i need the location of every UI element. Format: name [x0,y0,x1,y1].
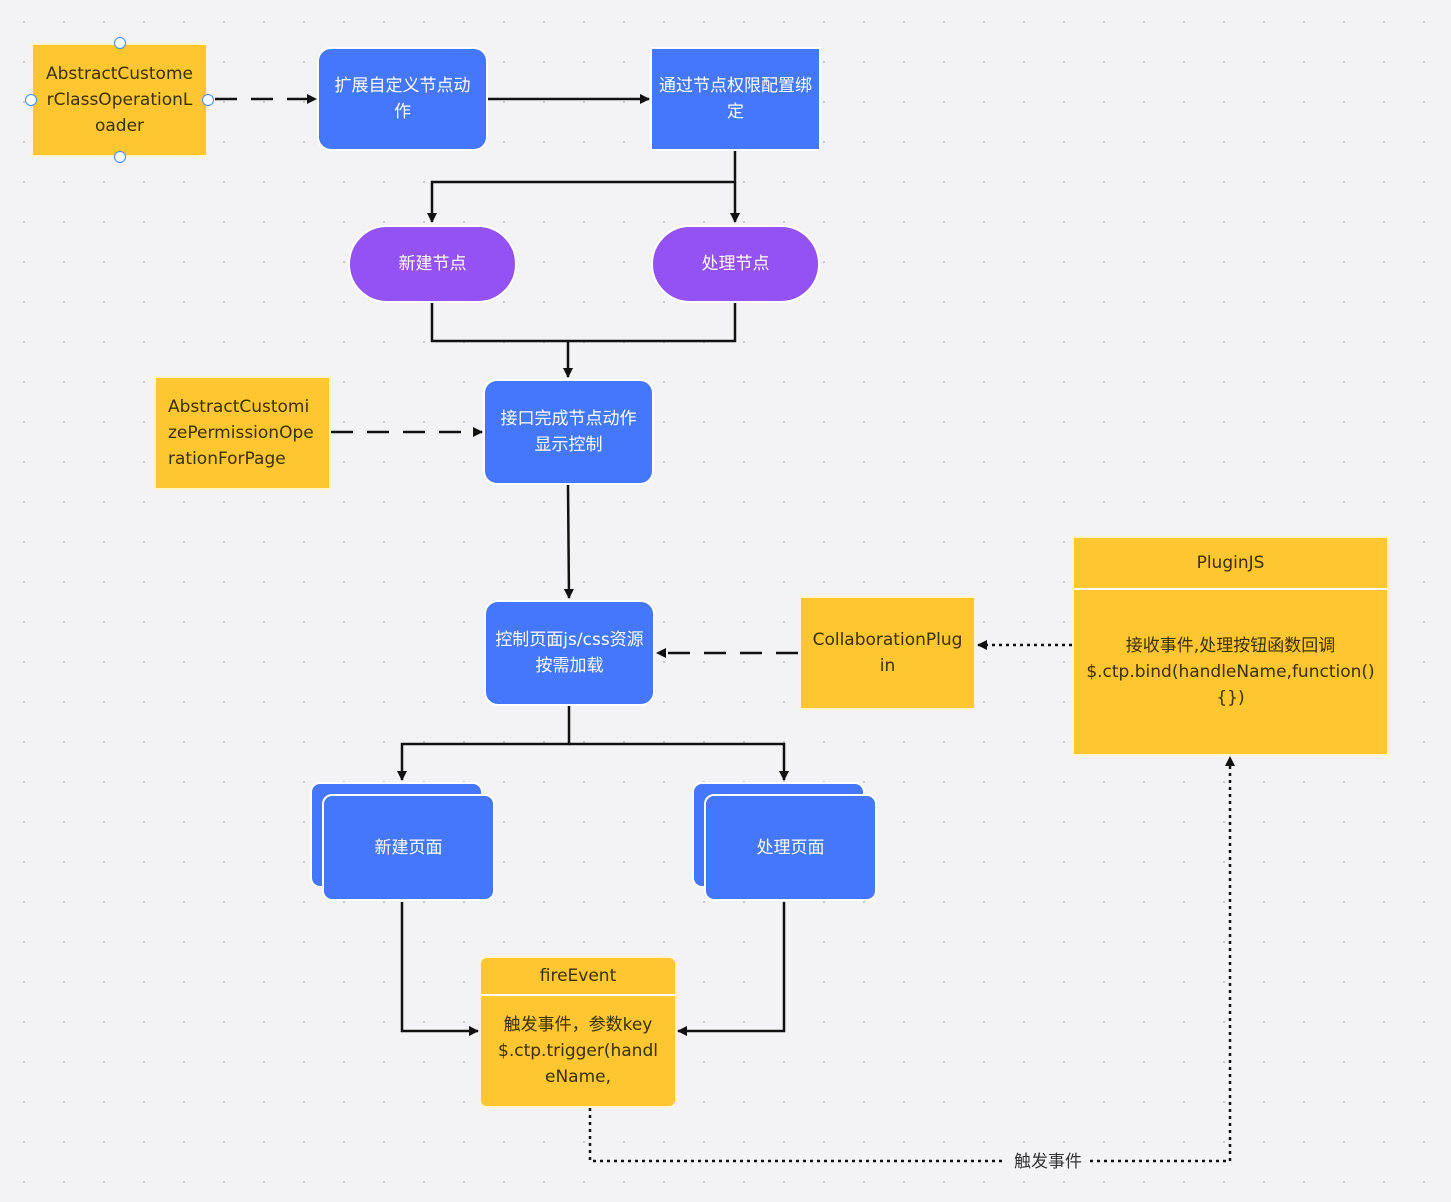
plugin-js-line2: $.ctp.bind(handleName,function(){}) [1086,662,1375,708]
selection-handle-top[interactable] [114,37,126,49]
interface-control-label: 接口完成节点动作显示控制 [500,409,637,455]
plugin-js-line1: 接收事件,处理按钮函数回调 [1125,636,1336,656]
edge-resource-to-process-page [569,742,789,781]
edge-bind-to-new-node [427,151,737,223]
resource-load-node[interactable]: 控制页面js/css资源按需加载 [484,600,655,706]
edge-process-page-to-fire [677,902,786,1036]
process-node-terminal[interactable]: 处理节点 [651,225,820,303]
fire-event-body: 触发事件，参数key $.ctp.trigger(handleName, [481,996,675,1106]
edge-resource-to-new-page [397,706,571,781]
resource-load-label: 控制页面js/css资源按需加载 [495,630,644,676]
plugin-js-header: PluginJS [1074,538,1387,590]
permission-bind-label: 通过节点权限配置绑定 [659,76,812,122]
extend-action-node[interactable]: 扩展自定义节点动作 [317,47,488,151]
edge-new-page-to-fire [400,902,479,1036]
fire-event-node[interactable]: fireEvent 触发事件，参数key $.ctp.trigger(handl… [479,956,677,1108]
selection-handle-left[interactable] [25,94,37,106]
process-node-label: 处理节点 [701,254,770,274]
loader-class-label: AbstractCustomerClassOperationLoader [46,64,193,136]
selection-handle-right[interactable] [202,94,214,106]
fire-event-header: fireEvent [481,958,675,996]
plugin-js-body: 接收事件,处理按钮函数回调 $.ctp.bind(handleName,func… [1074,590,1387,754]
trigger-event-label-text: 触发事件 [1014,1152,1082,1172]
trigger-event-edge-label: 触发事件 [1006,1151,1090,1173]
edge-new-node-merge [430,302,737,343]
plugin-js-title: PluginJS [1196,553,1265,573]
process-page-label: 处理页面 [756,837,825,858]
new-node-terminal[interactable]: 新建节点 [348,225,517,303]
selection-handle-bottom[interactable] [114,151,126,163]
edge-fire-to-pluginjs [588,756,1235,1163]
permission-bind-node[interactable]: 通过节点权限配置绑定 [650,47,821,151]
process-page-node[interactable]: 处理页面 [704,794,877,901]
edge-interface-to-resource [563,484,574,599]
permission-page-node[interactable]: AbstractCustomizePermissionOperationForP… [154,376,331,490]
new-node-label: 新建节点 [398,254,467,274]
loader-class-node[interactable]: AbstractCustomerClassOperationLoader [31,43,208,157]
permission-page-label: AbstractCustomizePermissionOperationForP… [168,397,314,469]
collab-plugin-node[interactable]: CollaborationPlugin [799,596,976,710]
interface-control-node[interactable]: 接口完成节点动作显示控制 [483,379,654,485]
fire-event-line2: $.ctp.trigger(handleName, [498,1041,658,1087]
collab-plugin-label: CollaborationPlugin [812,630,963,676]
plugin-js-node[interactable]: PluginJS 接收事件,处理按钮函数回调 $.ctp.bind(handle… [1072,536,1389,756]
new-page-label: 新建页面 [374,837,443,858]
new-page-node[interactable]: 新建页面 [322,794,495,901]
fire-event-title: fireEvent [539,966,617,986]
fire-event-line1: 触发事件，参数key [503,1015,653,1035]
extend-action-label: 扩展自定义节点动作 [334,76,471,122]
